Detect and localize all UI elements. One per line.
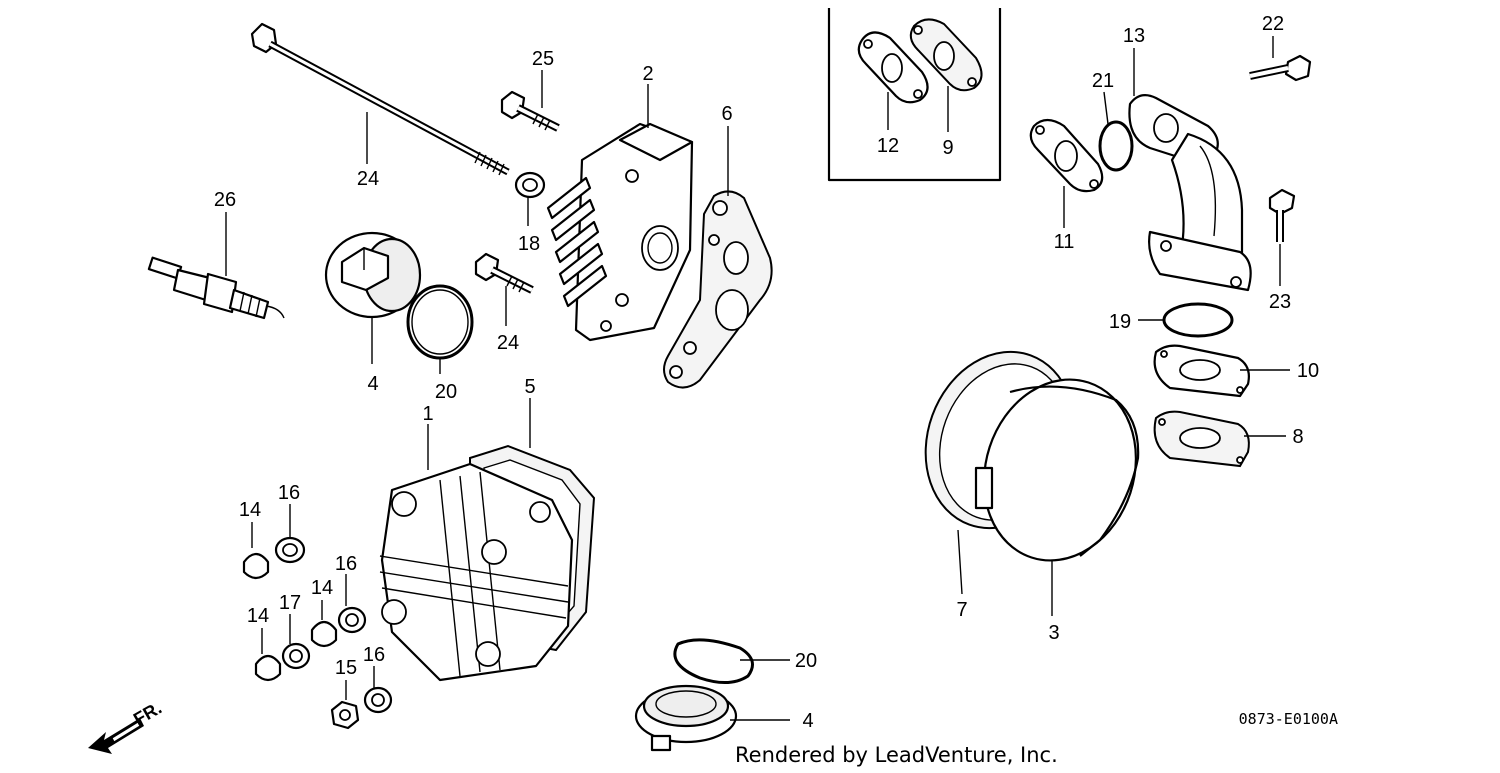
part-14-cap-nut-a xyxy=(242,552,270,580)
leader-lines xyxy=(225,36,1290,721)
part-8-gasket xyxy=(1153,410,1250,468)
part-26-spark-plug xyxy=(147,256,285,320)
callout-2: 2 xyxy=(642,63,653,85)
part-3-side-cover xyxy=(974,378,1140,562)
callout-9: 9 xyxy=(942,137,953,159)
callout-14-c: 14 xyxy=(311,577,333,599)
part-23-bolt xyxy=(1268,188,1296,242)
part-11-gasket xyxy=(1029,118,1104,193)
callout-25: 25 xyxy=(532,48,554,70)
part-24-long-bolt xyxy=(250,22,510,176)
callout-20-lower: 20 xyxy=(795,650,817,672)
part-20-oring-upper xyxy=(406,284,474,360)
part-24-short-bolt xyxy=(474,252,534,294)
callout-16-b: 16 xyxy=(335,553,357,575)
callout-labels: 1 2 3 4 4 5 6 7 8 9 10 11 12 13 14 14 14… xyxy=(214,13,1319,732)
part-18-washer xyxy=(514,171,546,199)
part-2-finned-housing xyxy=(546,122,694,342)
callout-3: 3 xyxy=(1048,622,1059,644)
callout-13: 13 xyxy=(1123,25,1145,47)
callout-16-a: 16 xyxy=(278,482,300,504)
part-15-nut xyxy=(330,700,360,730)
callout-16-c: 16 xyxy=(363,644,385,666)
callout-24-b: 24 xyxy=(497,332,519,354)
callout-6: 6 xyxy=(721,103,732,125)
callout-12: 12 xyxy=(877,135,899,157)
part-22-bolt xyxy=(1249,54,1312,82)
part-6-gasket xyxy=(663,190,773,389)
callout-14-a: 14 xyxy=(239,499,261,521)
part-16-washer-a xyxy=(274,536,306,564)
part-14-cap-nut-b xyxy=(310,620,338,648)
render-credit: Rendered by LeadVenture, Inc. xyxy=(735,743,1058,767)
callout-4-upper: 4 xyxy=(367,373,378,395)
callout-22: 22 xyxy=(1262,13,1284,35)
diagram-code: 0873-E0100A xyxy=(1239,710,1338,728)
callout-26: 26 xyxy=(214,189,236,211)
callout-21: 21 xyxy=(1092,70,1114,92)
callout-20-upper: 20 xyxy=(435,381,457,403)
callout-7: 7 xyxy=(956,599,967,621)
part-9-gasket xyxy=(909,18,983,92)
part-19-oring xyxy=(1162,302,1234,338)
callout-24-a: 24 xyxy=(357,168,379,190)
callout-8: 8 xyxy=(1292,426,1303,448)
callout-11: 11 xyxy=(1054,231,1075,253)
part-10-insulator xyxy=(1153,344,1250,398)
front-arrow: FR. xyxy=(88,698,165,754)
callout-1: 1 xyxy=(422,403,433,425)
part-4-cap-upper xyxy=(324,231,422,319)
part-4-cap-lower xyxy=(634,684,738,752)
callout-5: 5 xyxy=(524,376,535,398)
callout-14-b: 14 xyxy=(247,605,269,627)
part-16-washer-c xyxy=(363,686,393,714)
callout-17: 17 xyxy=(279,592,301,614)
part-16-washer-b xyxy=(337,606,367,634)
part-21-oring xyxy=(1098,120,1134,172)
part-20-oring-lower xyxy=(673,638,754,684)
part-13-intake-pipe xyxy=(1128,93,1252,292)
callout-18: 18 xyxy=(518,233,540,255)
callout-15: 15 xyxy=(335,657,357,679)
part-17-washer xyxy=(281,642,311,670)
callout-23: 23 xyxy=(1269,291,1291,313)
callout-19: 19 xyxy=(1109,311,1131,333)
callout-4-lower: 4 xyxy=(802,710,813,732)
inset-box xyxy=(827,8,1002,182)
part-14-cap-nut-c xyxy=(254,654,282,682)
part-12-gasket xyxy=(857,31,929,104)
part-1-head-cover xyxy=(379,462,574,682)
callout-10: 10 xyxy=(1297,360,1319,382)
part-25-bolt xyxy=(500,90,560,132)
